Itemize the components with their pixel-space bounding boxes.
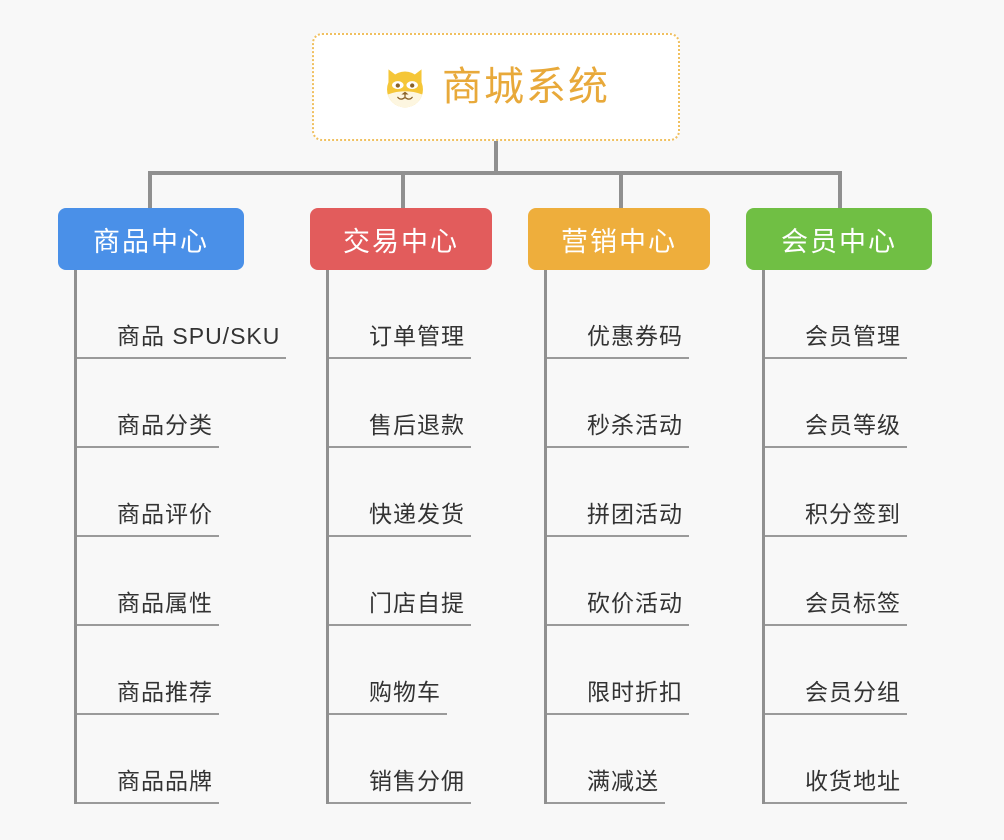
branch-header-2[interactable]: 交易中心: [310, 208, 492, 270]
branch-items-4: 会员管理 会员等级 积分签到 会员标签 会员分组 收货地址: [762, 270, 932, 804]
leaf-label: 拼团活动: [547, 495, 689, 537]
branch-items-2: 订单管理 售后退款 快递发货 门店自提 购物车 销售分佣: [326, 270, 492, 804]
leaf-item[interactable]: 会员管理: [765, 270, 932, 359]
branch-column-2: 交易中心 订单管理 售后退款 快递发货 门店自提 购物车 销售分佣: [310, 208, 492, 804]
leaf-item[interactable]: 商品分类: [77, 359, 244, 448]
connector-drop-2: [401, 171, 405, 209]
connector-bus-bar: [148, 171, 842, 175]
leaf-label: 会员分组: [765, 673, 907, 715]
leaf-item[interactable]: 商品属性: [77, 537, 244, 626]
leaf-item[interactable]: 商品推荐: [77, 626, 244, 715]
leaf-item[interactable]: 快递发货: [329, 448, 492, 537]
leaf-label: 商品属性: [77, 584, 219, 626]
root-node[interactable]: 商城系统: [312, 33, 680, 141]
leaf-label: 商品 SPU/SKU: [77, 317, 287, 359]
leaf-label: 商品评价: [77, 495, 219, 537]
leaf-item[interactable]: 拼团活动: [547, 448, 710, 537]
branch-column-3: 营销中心 优惠券码 秒杀活动 拼团活动 砍价活动 限时折扣 满减送: [528, 208, 710, 804]
connector-root-stem: [494, 141, 498, 174]
leaf-item[interactable]: 秒杀活动: [547, 359, 710, 448]
leaf-item[interactable]: 销售分佣: [329, 715, 492, 804]
leaf-label: 门店自提: [329, 584, 471, 626]
leaf-label: 会员等级: [765, 406, 907, 448]
leaf-item[interactable]: 收货地址: [765, 715, 932, 804]
leaf-item[interactable]: 优惠券码: [547, 270, 710, 359]
leaf-label: 会员标签: [765, 584, 907, 626]
leaf-label: 砍价活动: [547, 584, 689, 626]
leaf-item[interactable]: 商品品牌: [77, 715, 244, 804]
leaf-label: 满减送: [547, 762, 665, 804]
leaf-label: 销售分佣: [329, 762, 471, 804]
leaf-item[interactable]: 限时折扣: [547, 626, 710, 715]
root-title: 商城系统: [442, 65, 610, 109]
connector-drop-3: [619, 171, 623, 209]
leaf-item[interactable]: 订单管理: [329, 270, 492, 359]
leaf-label: 快递发货: [329, 495, 471, 537]
leaf-item[interactable]: 售后退款: [329, 359, 492, 448]
leaf-item[interactable]: 会员分组: [765, 626, 932, 715]
connector-drop-1: [148, 171, 152, 209]
leaf-item[interactable]: 砍价活动: [547, 537, 710, 626]
leaf-item[interactable]: 购物车: [329, 626, 492, 715]
leaf-label: 会员管理: [765, 317, 907, 359]
branch-header-1[interactable]: 商品中心: [58, 208, 244, 270]
branch-header-3[interactable]: 营销中心: [528, 208, 710, 270]
leaf-label: 商品品牌: [77, 762, 219, 804]
branch-column-1: 商品中心 商品 SPU/SKU 商品分类 商品评价 商品属性 商品推荐 商品品牌: [58, 208, 287, 804]
leaf-item[interactable]: 门店自提: [329, 537, 492, 626]
leaf-label: 优惠券码: [547, 317, 689, 359]
leaf-item[interactable]: 商品 SPU/SKU: [77, 270, 287, 359]
connector-drop-4: [838, 171, 842, 209]
leaf-label: 商品推荐: [77, 673, 219, 715]
shiba-dog-face-icon: [382, 65, 428, 111]
branch-items-1: 商品 SPU/SKU 商品分类 商品评价 商品属性 商品推荐 商品品牌: [74, 270, 287, 804]
leaf-label: 售后退款: [329, 406, 471, 448]
leaf-item[interactable]: 商品评价: [77, 448, 244, 537]
leaf-label: 秒杀活动: [547, 406, 689, 448]
leaf-label: 订单管理: [329, 317, 471, 359]
branch-items-3: 优惠券码 秒杀活动 拼团活动 砍价活动 限时折扣 满减送: [544, 270, 710, 804]
leaf-label: 积分签到: [765, 495, 907, 537]
leaf-item[interactable]: 会员标签: [765, 537, 932, 626]
leaf-label: 商品分类: [77, 406, 219, 448]
leaf-label: 限时折扣: [547, 673, 689, 715]
leaf-label: 收货地址: [765, 762, 907, 804]
branch-column-4: 会员中心 会员管理 会员等级 积分签到 会员标签 会员分组 收货地址: [746, 208, 932, 804]
branch-header-4[interactable]: 会员中心: [746, 208, 932, 270]
leaf-label: 购物车: [329, 673, 447, 715]
leaf-item[interactable]: 满减送: [547, 715, 710, 804]
leaf-item[interactable]: 积分签到: [765, 448, 932, 537]
leaf-item[interactable]: 会员等级: [765, 359, 932, 448]
